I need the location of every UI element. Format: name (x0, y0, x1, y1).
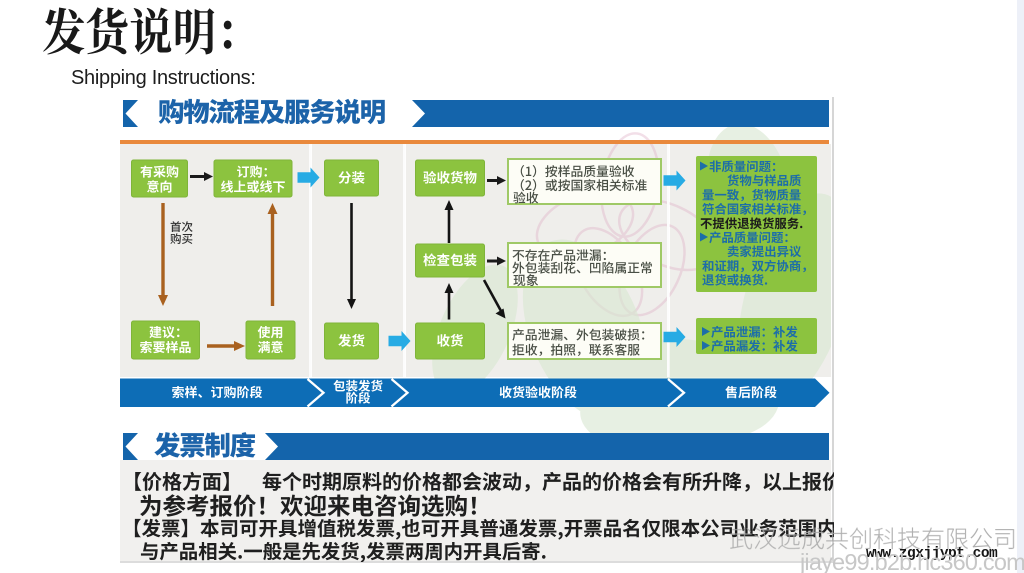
svg-text:www.zgxjjypt.com: www.zgxjjypt.com (866, 546, 998, 562)
svg-text:Shipping Instructions:: Shipping Instructions: (71, 67, 256, 89)
svg-text:jiaye99.b2b.hc360.com: jiaye99.b2b.hc360.com (799, 549, 1024, 573)
